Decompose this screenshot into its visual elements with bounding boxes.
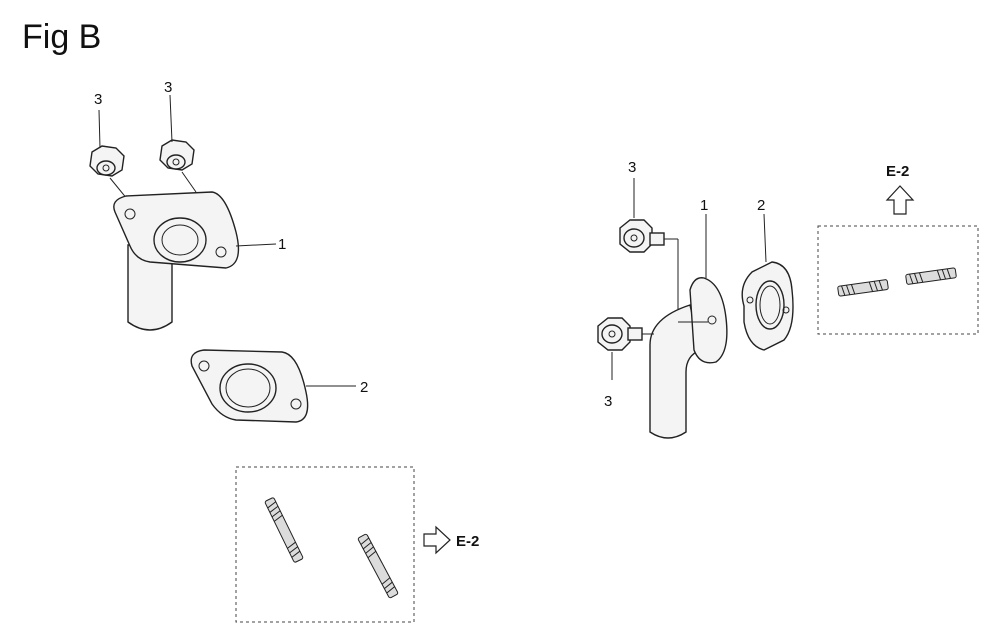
right-stud-box xyxy=(817,225,979,335)
left-assembly: 3 3 1 2 xyxy=(89,79,479,623)
left-reference-label: E-2 xyxy=(456,533,479,550)
right-assembly: 3 1 3 2 xyxy=(597,159,979,439)
right-callout-bolt-bottom: 3 xyxy=(604,393,612,410)
left-gasket xyxy=(190,349,356,423)
left-stud-box xyxy=(235,466,415,623)
right-bolt-bottom xyxy=(597,317,654,380)
left-bolt-b xyxy=(159,94,197,193)
right-callout-bolt-top: 3 xyxy=(628,159,636,176)
right-gasket xyxy=(741,213,794,351)
right-elbow-pipe xyxy=(649,214,728,439)
right-bolt-top xyxy=(619,178,679,322)
figure-title: Fig B xyxy=(22,18,102,56)
right-callout-elbow: 1 xyxy=(700,197,708,214)
left-reference-arrow-icon xyxy=(423,525,451,555)
left-elbow-pipe xyxy=(113,191,277,331)
right-reference-label: E-2 xyxy=(886,163,909,180)
left-callout-elbow: 1 xyxy=(278,236,286,253)
left-callout-gasket: 2 xyxy=(360,379,368,396)
left-bolt-a xyxy=(89,109,129,201)
left-callout-bolt-a: 3 xyxy=(94,91,102,108)
left-callout-bolt-b: 3 xyxy=(164,79,172,96)
right-reference-arrow-icon xyxy=(885,185,915,215)
right-callout-gasket: 2 xyxy=(757,197,765,214)
